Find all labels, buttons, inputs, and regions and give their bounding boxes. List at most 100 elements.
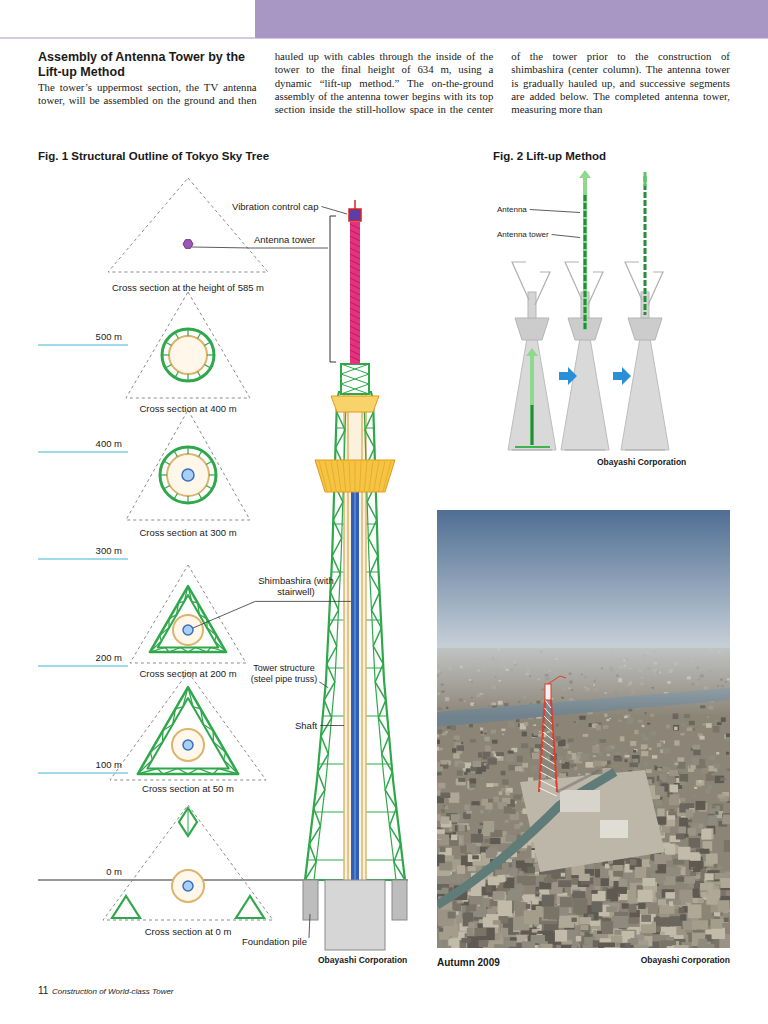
gain-tower [341,364,369,394]
shaft-silhouette [528,292,536,318]
shimbashira-section [182,469,194,481]
credit-line: Obayashi Corporation [318,955,407,965]
tower-under-construction [544,716,552,724]
antenna-bracing [350,266,360,271]
city-block [471,886,482,896]
city-block [579,874,590,881]
part-label: Antenna tower [497,230,549,240]
deck-mullion [331,461,336,491]
city-block [581,925,589,930]
haze [437,646,730,716]
city-block [630,741,636,746]
city-block [574,767,577,771]
antenna-bracing [350,236,360,241]
city-block [504,806,513,813]
city-block [684,877,695,884]
antenna-bracing [350,254,360,259]
city-block [649,861,654,865]
city-block [449,793,459,803]
city-block [495,869,501,874]
leader-line [193,601,351,628]
city-block [717,722,722,725]
city-block [625,755,630,758]
city-block [709,756,715,761]
city-block [642,725,645,727]
tower-under-construction [543,732,553,740]
deck-mullion [343,461,346,491]
city-block [437,829,445,840]
city-block [469,778,476,783]
city-block [502,779,508,785]
antenna-mast [354,200,356,209]
antenna-bracing [350,230,360,235]
canal [437,772,615,905]
city-block [707,716,709,718]
city-block [437,885,442,889]
city-block [439,748,443,751]
leg-section [236,896,264,918]
ring-spoke [199,451,203,457]
tower-under-construction [545,684,551,700]
tower-under-construction [545,700,551,708]
city-block [463,912,473,921]
city-block [688,828,696,836]
city-block [437,939,443,945]
antenna-bracing [350,290,360,295]
city-block [712,806,716,808]
deck-mullion [360,461,361,491]
city-block [707,785,712,790]
city-block [693,795,696,798]
city-block [507,890,522,900]
city-block [451,814,460,822]
truss-bracing [341,384,369,394]
city-block [573,899,587,914]
city-block [598,753,602,756]
city-block [612,916,628,928]
city-block [508,751,514,754]
city-block [637,720,639,722]
ring-spoke [199,493,203,499]
city-block [661,927,676,935]
city-block [442,838,445,840]
city-block [469,783,475,787]
ring-spoke [209,474,216,475]
city-block [723,814,730,819]
city-block [468,866,476,871]
city-block [700,849,710,854]
city-block [492,751,495,754]
city-block [706,723,712,728]
city-block [472,852,478,855]
truss-bracing [341,364,369,374]
crane [535,272,550,305]
truss-bracing [150,648,226,653]
city-block [531,765,537,771]
city-block [466,768,471,772]
city-block [510,937,517,940]
city-block [519,822,522,825]
height-rule [38,559,128,560]
credit-line: Obayashi Corporation [597,457,686,467]
city-block [515,766,523,771]
deck-mullion [355,461,356,491]
city-block [654,854,666,864]
city-block [547,731,549,733]
tower-truss [305,392,405,880]
city-block [638,903,645,909]
observation-deck [331,396,379,412]
city-block [698,898,704,902]
city-block [618,720,622,722]
part-label: Tower structure (steel pipe truss) [242,663,326,685]
city-block [464,772,467,775]
city-block [576,936,581,941]
city-block [568,738,574,742]
city-block [696,801,706,810]
tower-silhouette [508,338,556,450]
ring-spoke [204,342,210,346]
city-block [726,737,730,741]
city-block [558,880,571,887]
city-block [717,866,723,870]
antenna-bracing [350,248,360,253]
city-block [629,904,637,912]
city-block [680,733,684,735]
city-block [592,746,599,753]
